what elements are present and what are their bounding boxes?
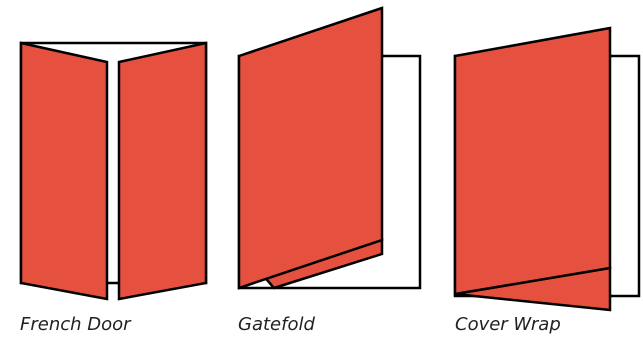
french-door-caption: French Door (20, 314, 131, 335)
gatefold-illustration (237, 6, 422, 290)
french-door-right-panel (117, 41, 208, 301)
french-door-illustration (19, 41, 208, 301)
french-door-left-panel (19, 41, 109, 301)
cover-wrap-caption: Cover Wrap (455, 314, 561, 335)
cover-wrap-front-panel (453, 26, 612, 296)
gatefold-outer-panel (237, 6, 384, 290)
gatefold-caption: Gatefold (238, 314, 315, 335)
cover-wrap-illustration (453, 26, 641, 312)
